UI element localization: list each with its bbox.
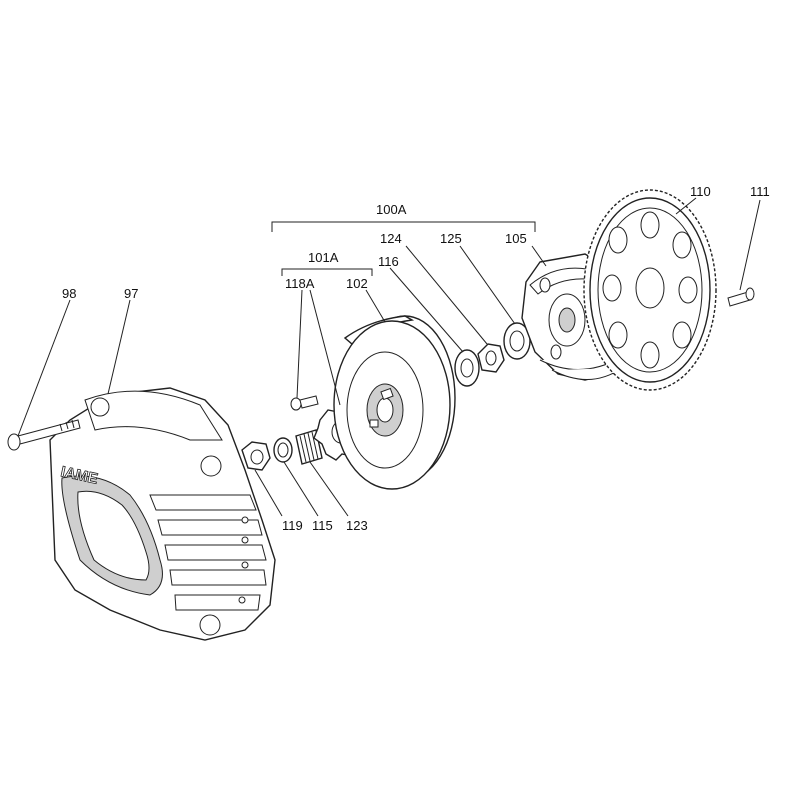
label-100A: 100A [376, 202, 407, 217]
spacer [454, 349, 480, 387]
label-110: 110 [690, 184, 711, 199]
thrust-washer [503, 322, 531, 360]
hex-nut [477, 343, 505, 373]
clutch-drum [333, 315, 456, 490]
cover-bolt-hole-top-left [90, 397, 110, 417]
small-screw [290, 395, 319, 411]
part-labels: 100A 124 125 105 101A 116 118A 102 110 1… [62, 184, 770, 533]
label-105: 105 [505, 231, 527, 246]
washer [273, 437, 293, 463]
label-125: 125 [440, 231, 462, 246]
label-116: 116 [378, 254, 399, 269]
nut [241, 441, 271, 471]
label-98: 98 [62, 286, 76, 301]
cover-bolt-hole-bottom [199, 614, 221, 636]
label-115: 115 [312, 518, 333, 533]
label-101A: 101A [308, 250, 339, 265]
label-119: 119 [282, 518, 303, 533]
label-123: 123 [346, 518, 368, 533]
cover-fins [149, 494, 267, 611]
cover-bolt-hole-middle [200, 455, 222, 477]
label-102: 102 [346, 276, 368, 291]
label-97: 97 [124, 286, 138, 301]
label-118A: 118A [285, 276, 315, 291]
gear-bolt [727, 287, 755, 307]
leader-lines [17, 197, 761, 517]
long-bolt [7, 419, 81, 451]
crankcase-cover: IAME [49, 387, 276, 641]
label-111: 111 [750, 184, 770, 199]
ring-gear [583, 189, 717, 391]
label-124: 124 [380, 231, 402, 246]
